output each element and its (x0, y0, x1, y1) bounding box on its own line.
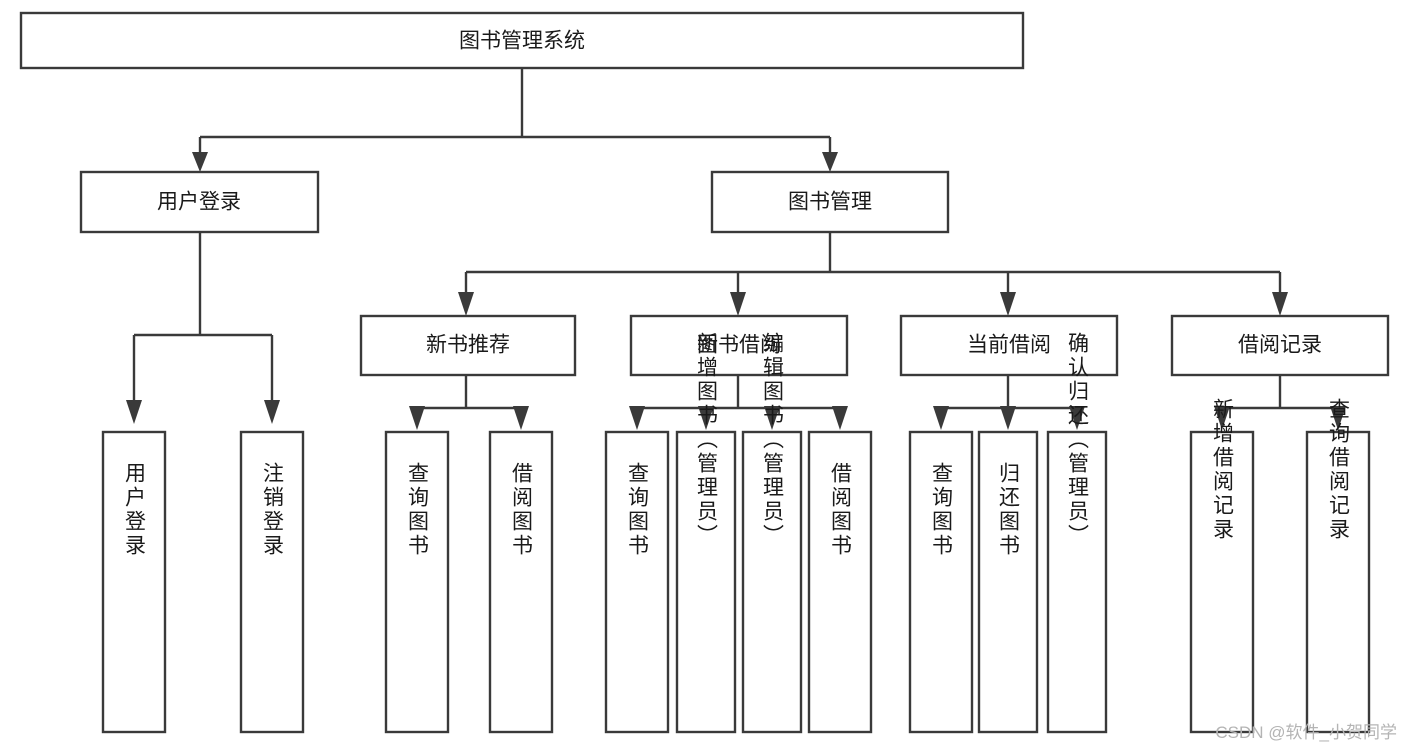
node-new-book-recommend-box[interactable] (359, 314, 577, 377)
arrowhead-bo-c1 (629, 406, 645, 430)
node-leaf-bo-borrow-book[interactable]: 借阅图书 (807, 430, 873, 734)
node-leaf-nb-borrow-book-box[interactable] (488, 430, 554, 734)
node-leaf-cu-return-book-box[interactable] (977, 430, 1039, 734)
node-leaf-user-login-label: 用户登录 (123, 462, 147, 558)
node-book-manage[interactable]: 图书管理 (710, 170, 950, 234)
node-current-borrow-box[interactable] (899, 314, 1119, 377)
node-leaf-cu-return-book[interactable]: 归还图书 (977, 430, 1039, 734)
node-leaf-nb-borrow-book-label: 借阅图书 (510, 462, 534, 558)
arrowhead-newbook (458, 292, 474, 316)
node-leaf-logout-box[interactable] (239, 430, 305, 734)
node-root-box[interactable] (19, 11, 1025, 70)
node-leaf-bo-edit-book-label: 编辑图书（管理员） (761, 332, 785, 548)
arrowhead-book-manage (822, 152, 838, 172)
node-leaf-bo-add-book[interactable]: 新增图书（管理员） (675, 332, 737, 734)
node-leaf-cu-return-book-label: 归还图书 (997, 462, 1021, 558)
node-book-borrow-box[interactable] (629, 314, 849, 377)
node-leaf-re-query-record-label: 查询借阅记录 (1327, 398, 1351, 542)
connector-layer (126, 68, 1346, 430)
node-book-borrow[interactable]: 图书借阅 (629, 314, 849, 377)
node-borrow-record-label: 借阅记录 (1238, 334, 1322, 357)
node-leaf-cu-query-book[interactable]: 查询图书 (908, 430, 974, 734)
arrowhead-nb-c1 (409, 406, 425, 430)
node-book-borrow-label: 图书借阅 (697, 334, 781, 357)
arrowhead-bo-c4 (832, 406, 848, 430)
node-leaf-logout[interactable]: 注销登录 (239, 430, 305, 734)
node-leaf-cu-confirm-return[interactable]: 确认归还（管理员） (1046, 332, 1108, 734)
arrowhead-record (1272, 292, 1288, 316)
node-leaf-bo-borrow-book-label: 借阅图书 (829, 462, 853, 558)
node-user-login[interactable]: 用户登录 (79, 170, 320, 234)
node-leaf-bo-add-book-box[interactable] (675, 430, 737, 734)
node-borrow-record[interactable]: 借阅记录 (1170, 314, 1390, 377)
node-book-manage-box[interactable] (710, 170, 950, 234)
node-root[interactable]: 图书管理系统 (19, 11, 1025, 70)
node-leaf-nb-query-book[interactable]: 查询图书 (384, 430, 450, 734)
node-user-login-box[interactable] (79, 170, 320, 234)
node-new-book-recommend[interactable]: 新书推荐 (359, 314, 577, 377)
node-leaf-bo-query-book[interactable]: 查询图书 (604, 430, 670, 734)
node-leaf-cu-confirm-return-label: 确认归还（管理员） (1066, 332, 1090, 548)
node-leaf-logout-label: 注销登录 (261, 462, 285, 558)
node-leaf-re-query-record-box[interactable] (1305, 430, 1371, 734)
node-leaf-cu-query-book-label: 查询图书 (930, 462, 954, 558)
node-leaf-bo-edit-book-box[interactable] (741, 430, 803, 734)
arrowhead-nb-c2 (513, 406, 529, 430)
node-current-borrow[interactable]: 当前借阅 (899, 314, 1119, 377)
node-leaf-re-query-record[interactable]: 查询借阅记录 (1305, 398, 1371, 734)
node-leaf-re-add-record[interactable]: 新增借阅记录 (1189, 398, 1255, 734)
node-leaf-bo-query-book-label: 查询图书 (626, 462, 650, 558)
node-book-manage-label: 图书管理 (788, 191, 872, 214)
node-leaf-nb-borrow-book[interactable]: 借阅图书 (488, 430, 554, 734)
arrowhead-cu-c2 (1000, 406, 1016, 430)
arrowhead-re-c2 (1330, 406, 1346, 430)
node-current-borrow-label: 当前借阅 (967, 334, 1051, 357)
node-leaf-nb-query-book-label: 查询图书 (406, 462, 430, 558)
arrowhead-re-c1 (1214, 406, 1230, 430)
node-borrow-record-box[interactable] (1170, 314, 1390, 377)
node-leaf-nb-query-book-box[interactable] (384, 430, 450, 734)
node-leaf-bo-add-book-label: 新增图书（管理员） (695, 332, 719, 548)
node-leaf-re-add-record-label: 新增借阅记录 (1211, 398, 1235, 542)
arrowhead-bo-c3 (764, 406, 780, 430)
arrowhead-current (1000, 292, 1016, 316)
arrowhead-ul-c1 (126, 400, 142, 424)
node-leaf-bo-edit-book[interactable]: 编辑图书（管理员） (741, 332, 803, 734)
node-leaf-bo-query-book-box[interactable] (604, 430, 670, 734)
arrowhead-cu-c1 (933, 406, 949, 430)
arrowhead-borrow (730, 292, 746, 316)
arrowhead-cu-c3 (1069, 406, 1085, 430)
node-leaf-user-login-box[interactable] (101, 430, 167, 734)
node-root-label: 图书管理系统 (459, 30, 585, 53)
node-user-login-label: 用户登录 (157, 191, 241, 214)
node-leaf-re-add-record-box[interactable] (1189, 430, 1255, 734)
arrowhead-ul-c2 (264, 400, 280, 424)
node-new-book-recommend-label: 新书推荐 (426, 334, 510, 357)
arrowhead-bo-c2 (698, 406, 714, 430)
arrowhead-user-login (192, 152, 208, 172)
node-leaf-user-login[interactable]: 用户登录 (101, 430, 167, 734)
node-leaf-cu-query-book-box[interactable] (908, 430, 974, 734)
node-leaf-bo-borrow-book-box[interactable] (807, 430, 873, 734)
node-leaf-cu-confirm-return-box[interactable] (1046, 430, 1108, 734)
